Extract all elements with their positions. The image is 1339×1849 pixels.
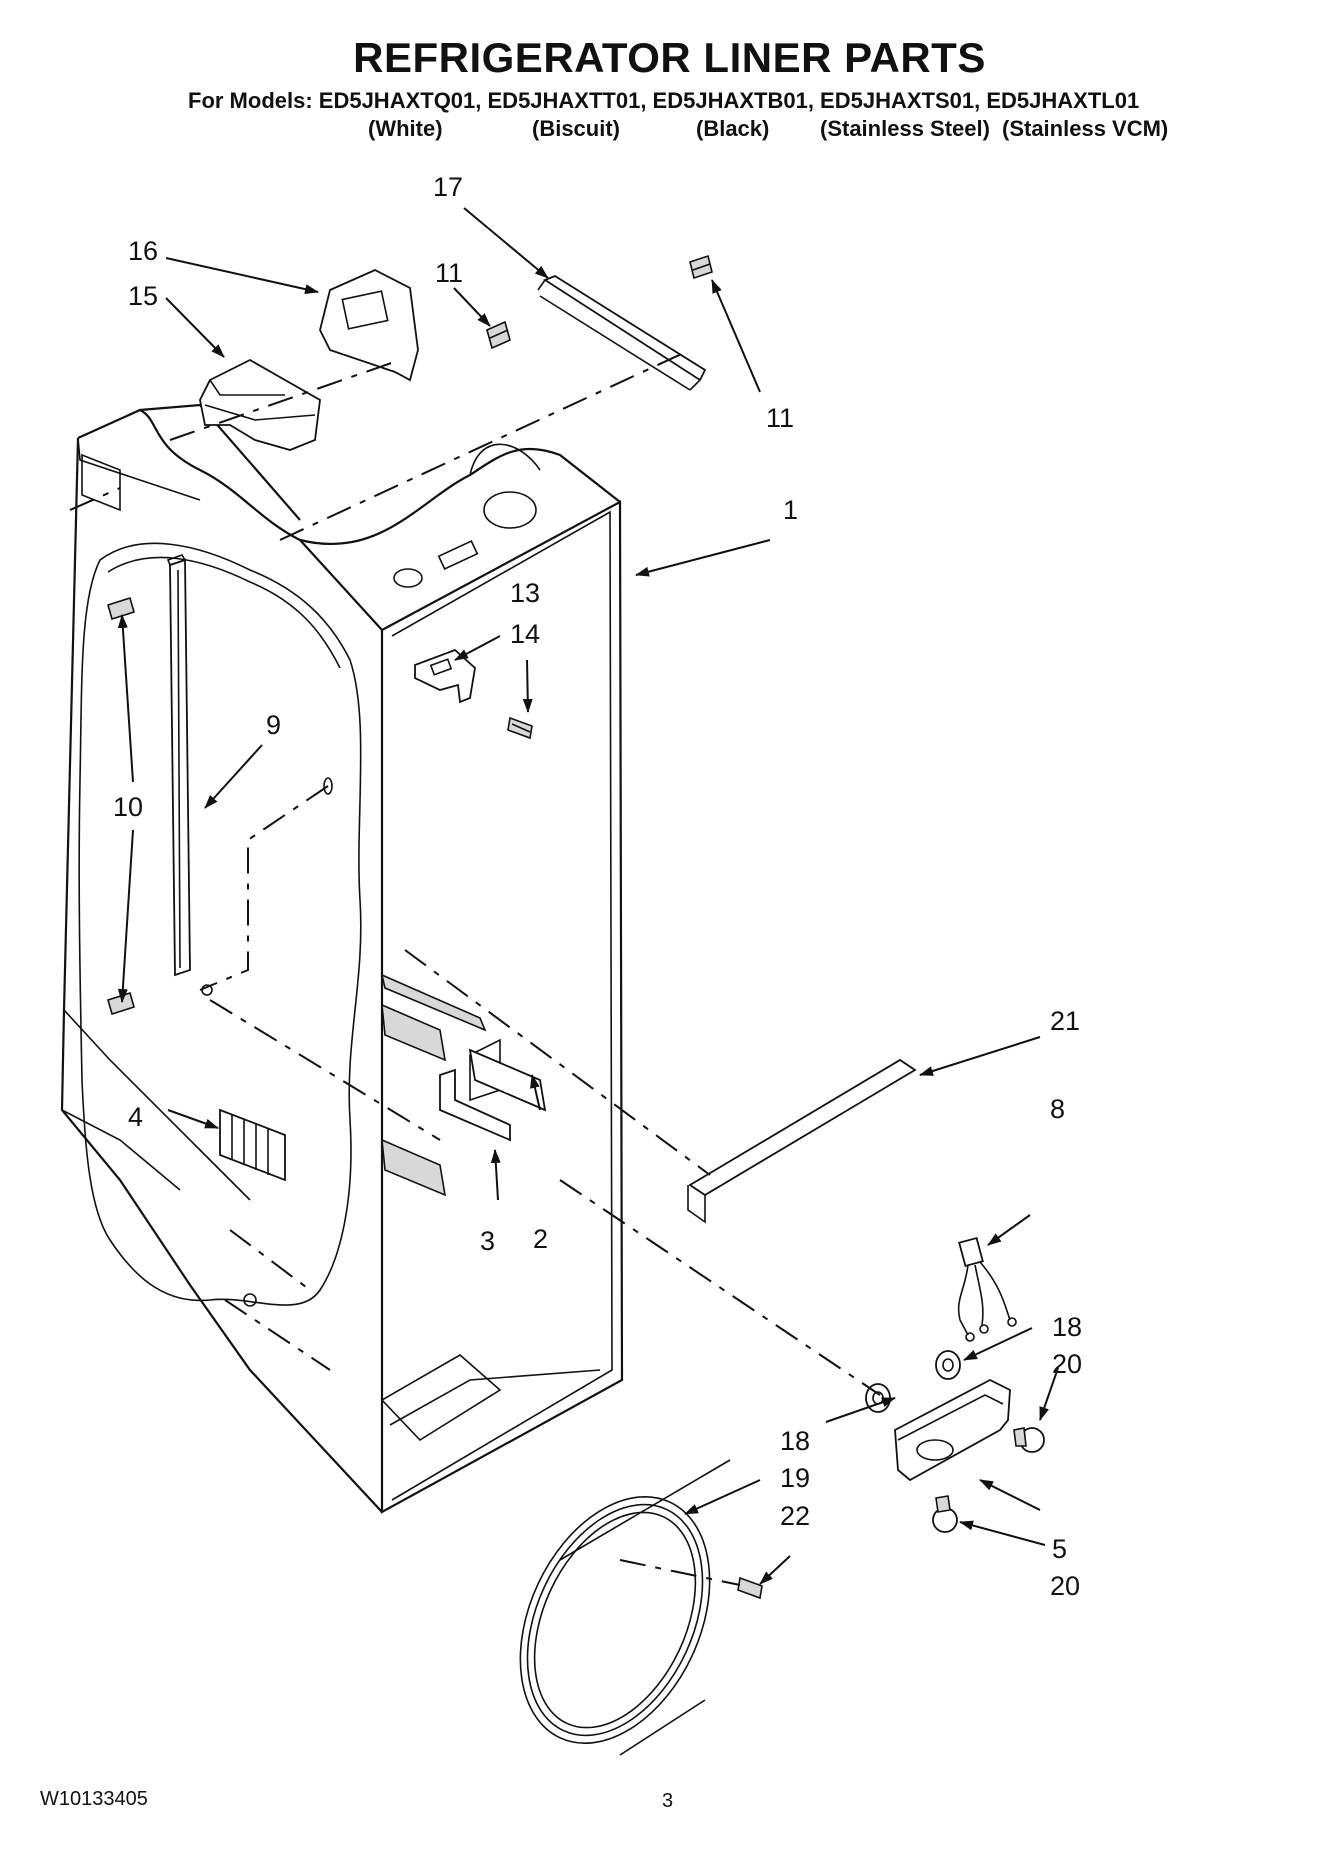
rail-21: [687, 1058, 917, 1224]
callout-11-left: 11: [435, 258, 463, 288]
callout-labels: 1 2 3 4 5 8 9 10 11 11 13 14 15 16 17 18…: [113, 172, 1082, 1601]
color-stainless-steel: (Stainless Steel): [820, 116, 990, 141]
callout-18-upper: 18: [1052, 1312, 1082, 1342]
harness-8: [957, 1236, 1017, 1342]
screw-14: [507, 716, 533, 740]
callout-17: 17: [433, 172, 463, 202]
liner-shell: [60, 403, 624, 1514]
callout-10: 10: [113, 792, 143, 822]
models-line: For Models: ED5JHAXTQ01, ED5JHAXTT01, ED…: [188, 88, 1140, 113]
callout-3: 3: [480, 1226, 495, 1256]
tubing-coil-19: [519, 1459, 731, 1756]
housing-16: [319, 269, 419, 382]
screw-11-right: [689, 254, 713, 280]
callout-4: 4: [128, 1102, 143, 1132]
color-black: (Black): [696, 116, 770, 141]
grommet-18-upper: [935, 1350, 961, 1380]
page-number: 3: [662, 1790, 674, 1812]
screw-11-left: [486, 320, 511, 350]
callout-16: 16: [128, 236, 158, 266]
bracket-13: [414, 648, 476, 704]
callout-1: 1: [783, 495, 798, 525]
model-colors-row: (White) (Biscuit) (Black) (Stainless Ste…: [0, 116, 1339, 142]
callout-arrows: [117, 207, 1059, 1585]
bulb-20-lower: [932, 1495, 958, 1533]
callout-13: 13: [510, 578, 540, 608]
callout-22: 22: [780, 1501, 810, 1531]
bulb-20-upper: [1013, 1427, 1045, 1453]
explode-lines: [69, 349, 881, 1586]
callout-5: 5: [1052, 1534, 1067, 1564]
color-biscuit: (Biscuit): [532, 116, 620, 141]
callout-14: 14: [510, 619, 540, 649]
screw-10-lower: [107, 991, 135, 1016]
screw-10-upper: [107, 596, 135, 621]
light-housing-5: [894, 1378, 1011, 1482]
control-15: [199, 358, 321, 451]
callout-15: 15: [128, 281, 158, 311]
callout-18-lower: 18: [780, 1426, 810, 1456]
screw-22: [737, 1576, 763, 1600]
callout-19: 19: [780, 1463, 810, 1493]
page-title: REFRIGERATOR LINER PARTS: [353, 34, 986, 81]
shelf-ladder-9: [166, 554, 191, 977]
color-white: (White): [368, 116, 443, 141]
strip-17: [537, 274, 707, 391]
color-stainless-vcm: (Stainless VCM): [1002, 116, 1169, 141]
callout-20-upper: 20: [1052, 1349, 1082, 1379]
callout-2: 2: [533, 1224, 548, 1254]
callout-11-right: 11: [766, 403, 794, 433]
document-number: W10133405: [40, 1788, 148, 1810]
callout-8: 8: [1050, 1094, 1065, 1124]
callout-20-lower: 20: [1050, 1571, 1080, 1601]
callout-21: 21: [1050, 1006, 1080, 1036]
grille-4: [219, 1108, 286, 1182]
callout-9: 9: [266, 710, 281, 740]
brackets-2-3: [439, 1048, 547, 1142]
